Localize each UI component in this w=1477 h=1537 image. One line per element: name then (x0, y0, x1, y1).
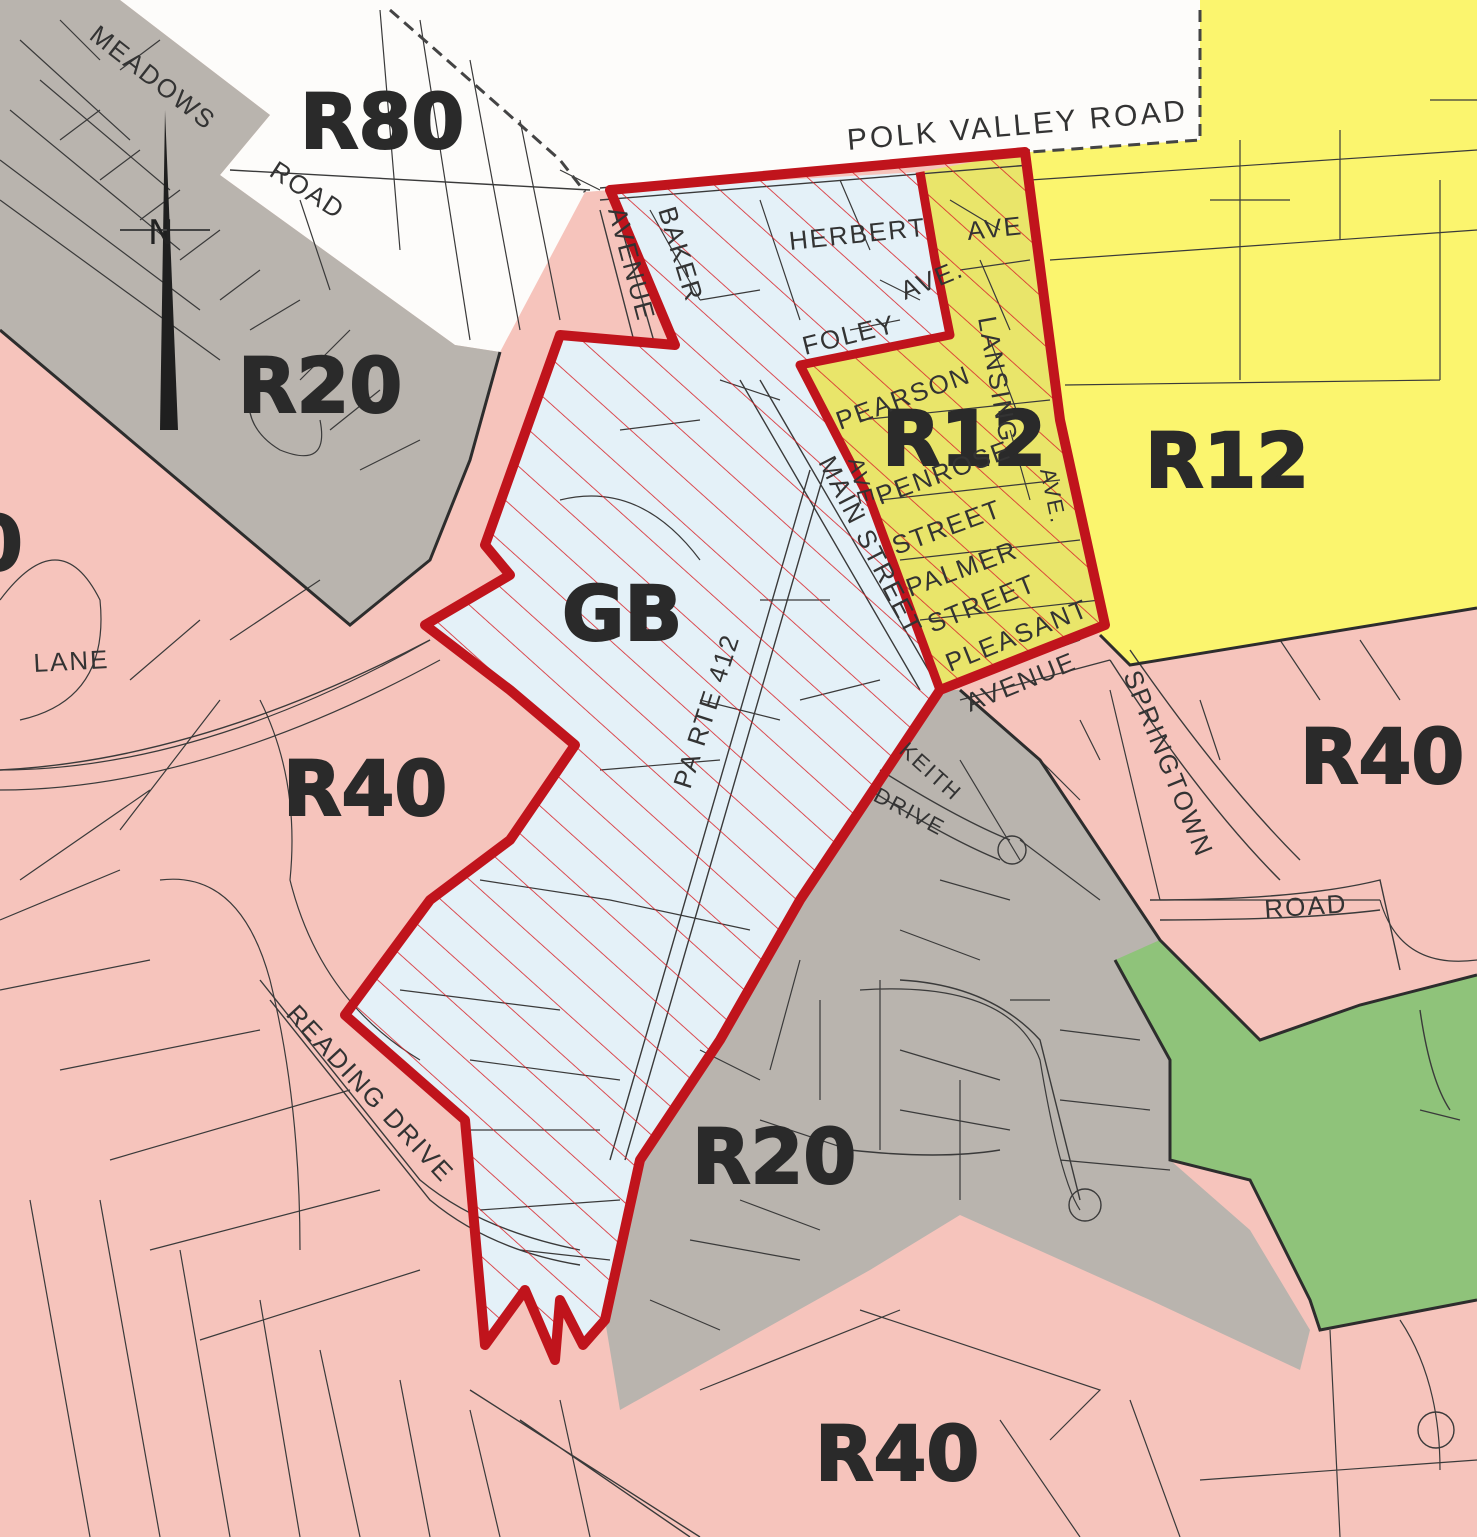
r80-dashed-boundary (389, 8, 1202, 193)
zone-label-partial-left: 0 (0, 499, 23, 588)
zone-label-r12-overlay: R12 (882, 394, 1046, 483)
overlay-district-outline (340, 147, 1110, 1365)
zone-label-r12-east: R12 (1145, 416, 1309, 505)
zone-green-area (1115, 940, 1477, 1330)
zone-label-r80: R80 (300, 77, 464, 166)
zone-label-r40-west: R40 (283, 744, 447, 833)
zone-label-r40-south: R40 (815, 1409, 979, 1498)
overlay-district-hatch (345, 152, 1105, 1360)
north-arrow-icon: N (120, 110, 210, 430)
zone-r20-s-area (605, 690, 1310, 1410)
north-letter: N (148, 213, 173, 253)
zone-label-r20-south: R20 (692, 1112, 856, 1201)
zone-label-r20-nw: R20 (238, 341, 402, 430)
zone-r80-area (0, 0, 1200, 352)
zone-r12-area (1030, 0, 1477, 665)
zone-boundaries (0, 328, 1477, 1332)
road-label-herbert-ave: AVE (965, 210, 1024, 246)
zone-label-r40-east: R40 (1300, 712, 1464, 801)
zone-r20-nw-area (0, 0, 500, 625)
road-label-lane: LANE (33, 644, 110, 678)
zone-label-gb: GB (562, 569, 682, 658)
overlay-inner-boundary (795, 171, 955, 692)
road-label-road-east: ROAD (1263, 888, 1348, 924)
